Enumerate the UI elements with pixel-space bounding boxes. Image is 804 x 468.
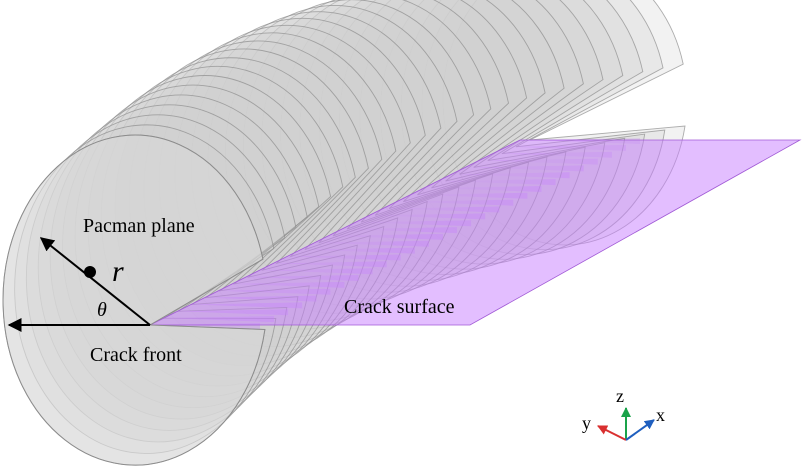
theta-label: θ: [97, 299, 107, 321]
y-axis-label: y: [582, 413, 591, 433]
crack-surface-sheet: [149, 139, 802, 326]
pacman-plane-outline: [2, 134, 266, 466]
crack-front-label: Crack front: [90, 344, 182, 366]
r-point-dot: [84, 266, 96, 278]
crack-surface-label: Crack surface: [344, 296, 455, 318]
z-axis-label: z: [616, 386, 624, 406]
x-axis-label: x: [656, 405, 665, 425]
r-arrow: [39, 237, 151, 326]
y-axis-arrow: [597, 425, 627, 441]
r-label: r: [112, 255, 124, 288]
x-axis-arrow: [625, 419, 655, 441]
pacman-plane-label: Pacman plane: [83, 215, 195, 237]
coordinate-triad: z y x: [582, 386, 665, 441]
